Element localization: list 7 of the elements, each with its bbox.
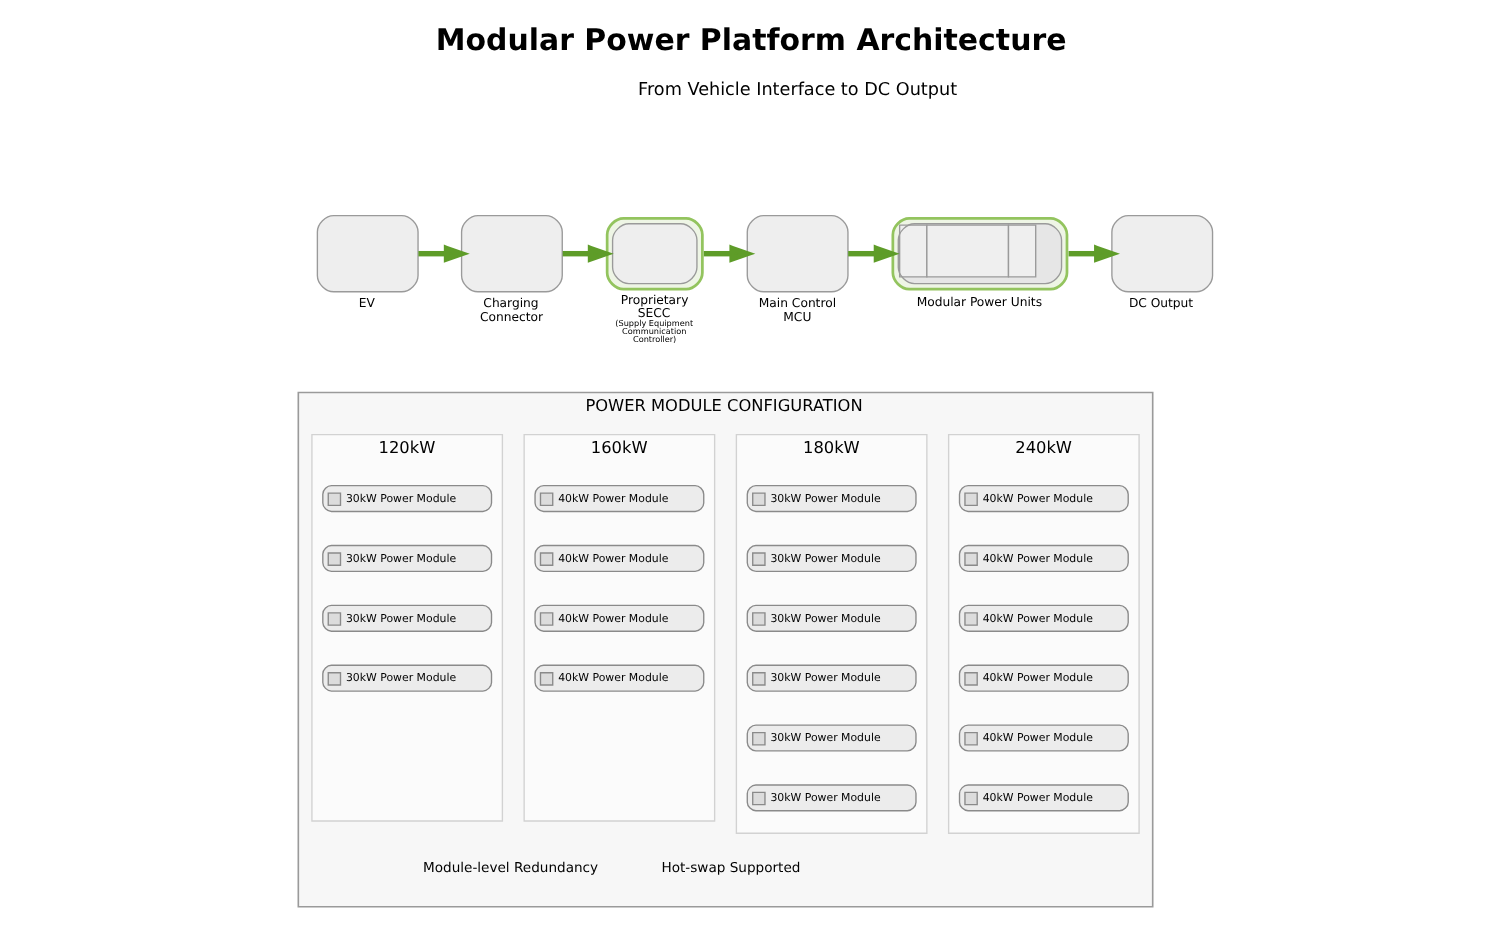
arrow (562, 244, 614, 263)
arrow (418, 244, 470, 263)
label: From Vehicle Interface to DC Output (638, 81, 958, 102)
arrow (848, 244, 900, 263)
arrow (703, 244, 756, 263)
arrow (1068, 244, 1120, 263)
diagram-title: Modular Power Platform Architecture (435, 22, 1067, 59)
